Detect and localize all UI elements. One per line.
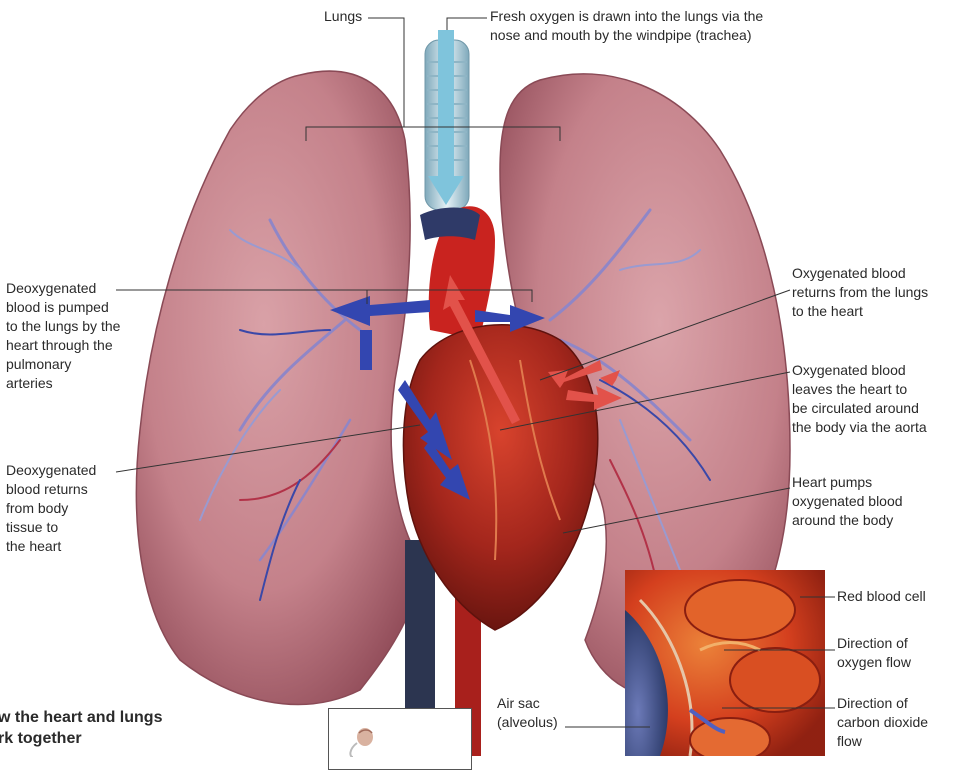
label-fresh-oxygen: Fresh oxygen is drawn into the lungs via… bbox=[490, 7, 820, 45]
label-co2-flow: Direction of carbon dioxide flow bbox=[837, 694, 953, 751]
label-deoxygenated-returns: Deoxygenated blood returns from body tis… bbox=[6, 461, 116, 556]
label-red-blood-cell: Red blood cell bbox=[837, 587, 953, 606]
pulmonary-vein-blue bbox=[420, 208, 480, 241]
small-figure-box bbox=[328, 708, 472, 770]
label-heart-pumps: Heart pumps oxygenated blood around the … bbox=[792, 473, 952, 530]
alveolus-inset bbox=[625, 570, 825, 756]
left-lung bbox=[136, 71, 420, 704]
label-oxygenated-leaves: Oxygenated blood leaves the heart to be … bbox=[792, 361, 952, 437]
label-oxygen-flow: Direction of oxygen flow bbox=[837, 634, 953, 672]
small-figure-icon bbox=[329, 709, 471, 757]
label-deoxygenated-pumped: Deoxygenated blood is pumped to the lung… bbox=[6, 279, 146, 393]
section-title: w the heart and lungs rk together bbox=[0, 707, 162, 749]
label-oxygenated-returns: Oxygenated blood returns from the lungs … bbox=[792, 264, 952, 321]
label-air-sac: Air sac (alveolus) bbox=[497, 694, 577, 732]
label-lungs: Lungs bbox=[324, 7, 362, 26]
